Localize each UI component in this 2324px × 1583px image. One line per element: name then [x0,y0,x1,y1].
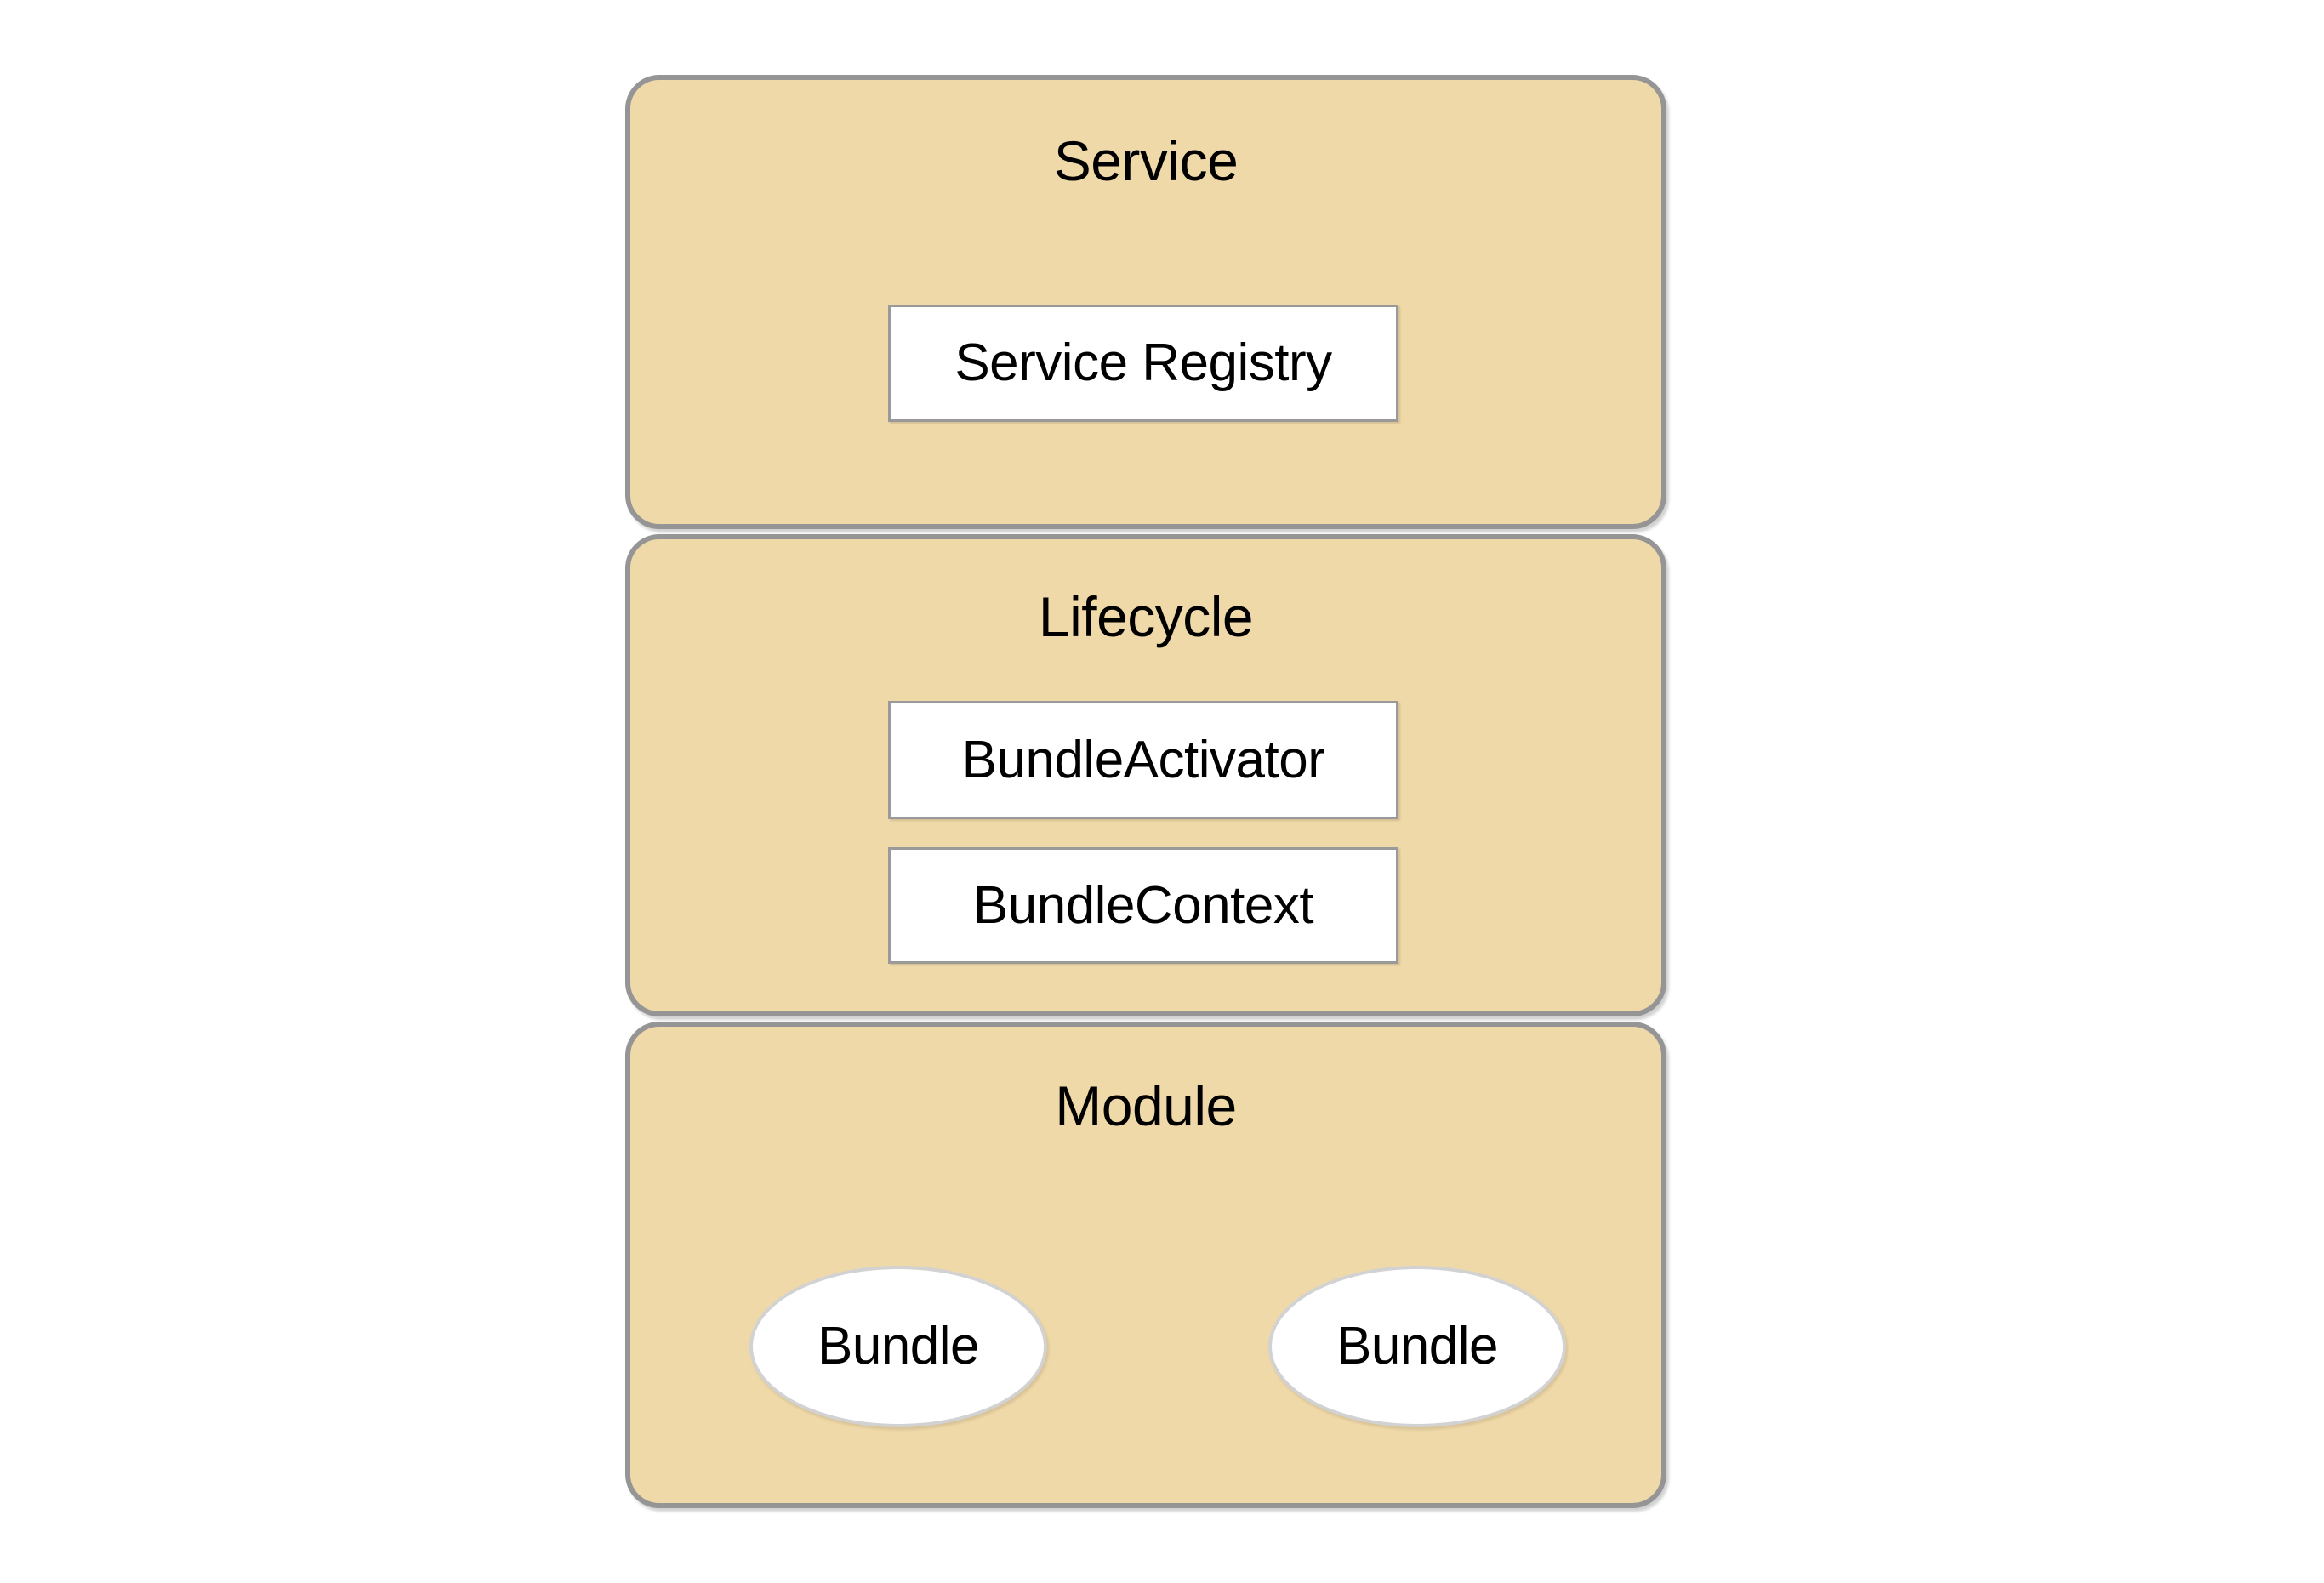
bundle-node-left[interactable]: Bundle [749,1266,1047,1427]
component-label-bundle-activator: BundleActivator [961,730,1325,789]
component-label-service-registry: Service Registry [954,333,1332,392]
layer-panel-lifecycle[interactable]: Lifecycle BundleActivator BundleContext [625,534,1666,1016]
layer-panel-module[interactable]: Module Bundle Bundle [625,1022,1666,1508]
layer-panel-service[interactable]: Service Service Registry [625,75,1666,529]
component-box-bundle-context[interactable]: BundleContext [888,847,1398,964]
component-box-service-registry[interactable]: Service Registry [888,305,1398,422]
component-box-bundle-activator[interactable]: BundleActivator [888,701,1398,819]
layer-title-service: Service [1053,129,1239,192]
layer-title-lifecycle: Lifecycle [1038,585,1254,648]
bundle-node-right[interactable]: Bundle [1268,1266,1566,1427]
layer-title-module: Module [1055,1074,1237,1137]
bundle-label-left: Bundle [817,1317,980,1375]
bundle-label-right: Bundle [1336,1317,1499,1375]
component-label-bundle-context: BundleContext [972,875,1314,935]
